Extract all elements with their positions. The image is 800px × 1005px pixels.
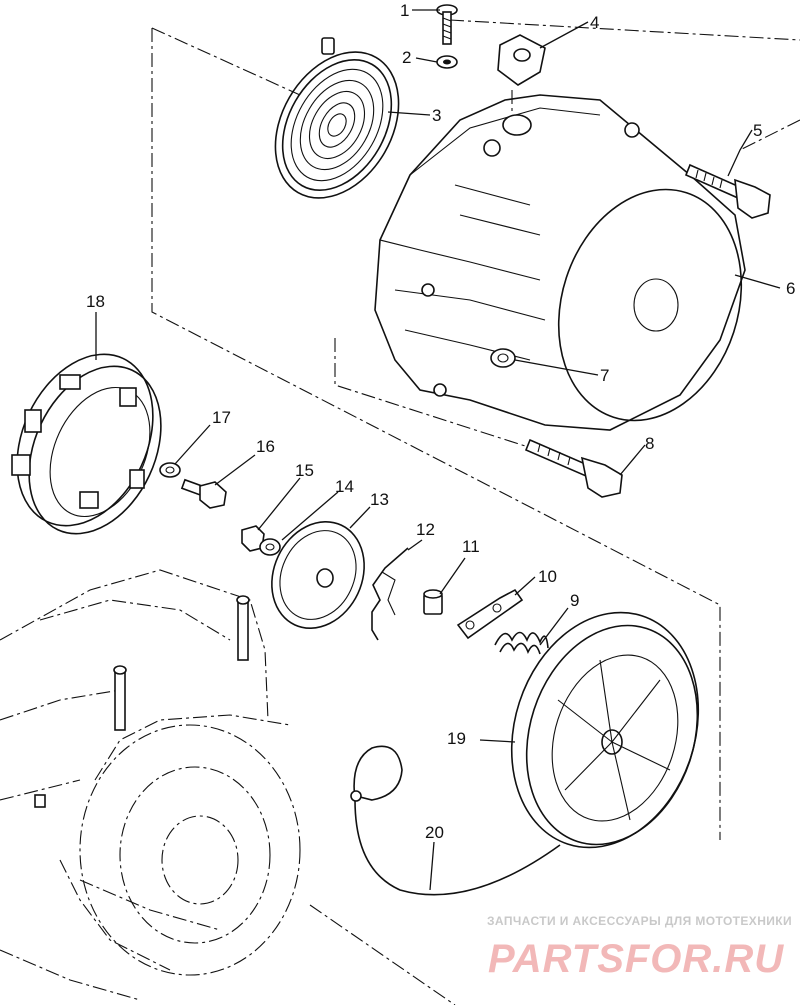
callout-7: 7: [600, 366, 609, 385]
callout-labels: 1 2 3 4 5 6 7 8 9 10 11 12 13 14 15 16 1…: [86, 1, 795, 842]
part-9-spring: [494, 631, 549, 655]
crankcase-outline: [0, 569, 301, 1001]
callout-14: 14: [335, 477, 354, 496]
callout-18: 18: [86, 292, 105, 311]
callout-20: 20: [425, 823, 444, 842]
callout-12: 12: [416, 520, 435, 539]
part-14-washer: [259, 538, 281, 556]
callout-3: 3: [432, 106, 441, 125]
part-20-rope: [350, 745, 561, 896]
callout-16: 16: [256, 437, 275, 456]
part-7-washer: [490, 348, 516, 368]
callout-4: 4: [590, 13, 599, 32]
callout-13: 13: [370, 490, 389, 509]
callout-5: 5: [753, 121, 762, 140]
part-13-friction-plate: [271, 520, 365, 630]
callout-6: 6: [786, 279, 795, 298]
part-12-spring-clip: [371, 547, 409, 641]
part-18-ratchet-drum: [11, 353, 162, 535]
part-2-washer: [436, 55, 458, 69]
callout-17: 17: [212, 408, 231, 427]
part-11-collar: [423, 589, 443, 615]
watermark: ЗАПЧАСТИ И АКСЕССУАРЫ ДЛЯ МОТОТЕХНИКИ PA…: [487, 914, 792, 981]
callout-2: 2: [402, 48, 411, 67]
part-8-bolt: [524, 438, 623, 498]
callout-10: 10: [538, 567, 557, 586]
callout-1: 1: [400, 1, 409, 20]
part-17-washer: [159, 462, 181, 478]
part-6-starter-housing: [374, 94, 746, 431]
part-3-recoil-spring: [274, 37, 400, 199]
callout-19: 19: [447, 729, 466, 748]
watermark-tagline: ЗАПЧАСТИ И АКСЕССУАРЫ ДЛЯ МОТОТЕХНИКИ: [487, 914, 792, 928]
callout-11: 11: [462, 537, 480, 556]
callout-8: 8: [645, 434, 654, 453]
leader-lines: [95, 9, 781, 891]
part-1-screw: [436, 4, 458, 45]
part-10-pawl: [456, 588, 524, 640]
callout-9: 9: [570, 591, 579, 610]
part-4-bracket: [497, 34, 546, 86]
assembly-frame-lines: [151, 19, 800, 1005]
part-19-reel: [510, 611, 700, 849]
part-5-bolt: [684, 163, 771, 219]
part-16-bolt: [180, 478, 227, 509]
callout-15: 15: [295, 461, 314, 480]
watermark-brand: PARTSFOR.RU: [488, 937, 784, 981]
